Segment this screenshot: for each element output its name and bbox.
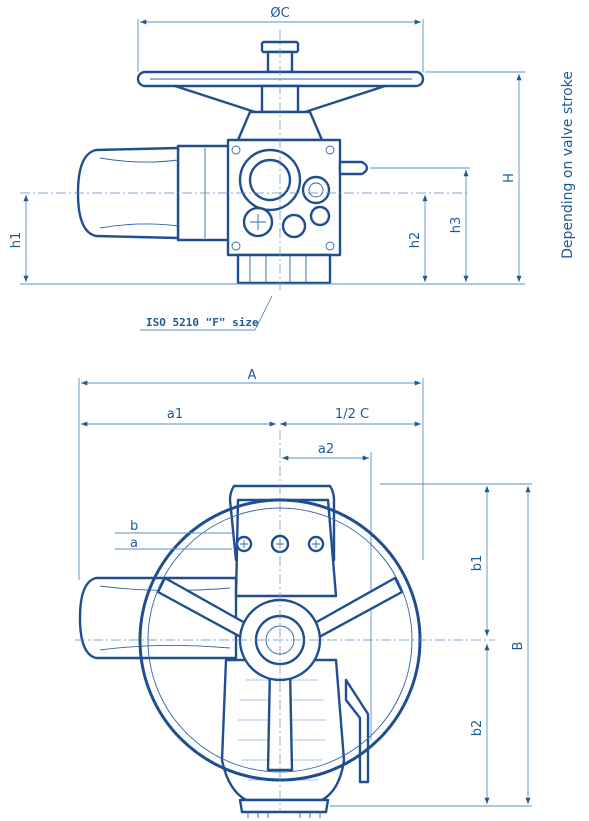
dim-a-small-label: a — [130, 536, 138, 551]
dimension-b-a-markers: b a — [115, 519, 232, 551]
dimension-h2: h2 — [408, 195, 428, 282]
dimension-h3: h3 — [370, 167, 470, 282]
dim-a2-label: a2 — [318, 442, 334, 457]
dim-A-label: A — [248, 368, 257, 383]
dimension-b1: b1 — [380, 483, 532, 636]
flange-leader: ISO 5210 "F" size — [140, 295, 273, 331]
dim-b1-label: b1 — [470, 555, 485, 572]
dimension-H: H — [425, 71, 525, 282]
dim-b-small-label: b — [130, 519, 138, 534]
valve-stroke-note: Depending on valve stroke — [560, 71, 576, 259]
dim-b2-label: b2 — [470, 720, 485, 737]
dimension-A: A — [78, 368, 424, 580]
dim-H-label: H — [502, 173, 517, 183]
base-flange-side — [236, 253, 332, 285]
dimension-B: B — [511, 486, 531, 804]
dimension-b2: b2 — [330, 644, 532, 807]
dim-h2-label: h2 — [408, 232, 423, 249]
flange-note: ISO 5210 "F" size — [146, 316, 259, 329]
dimension-h1: h1 — [9, 195, 29, 282]
dim-half-c-label: 1/2 C — [335, 407, 369, 422]
dim-h1-label: h1 — [9, 232, 24, 249]
side-view: ØC — [9, 6, 576, 331]
top-view: A a1 1/2 C a2 — [75, 368, 532, 818]
dim-a1-label: a1 — [167, 407, 183, 422]
dimension-half-c: 1/2 C — [280, 407, 421, 427]
handwheel-side — [136, 40, 425, 142]
dim-c-label: ØC — [270, 6, 289, 21]
dimension-a1: a1 — [81, 407, 276, 427]
dim-B-label: B — [511, 642, 526, 651]
dim-h3-label: h3 — [449, 217, 464, 234]
dimension-c: ØC — [137, 6, 424, 72]
housing-side — [226, 138, 369, 257]
